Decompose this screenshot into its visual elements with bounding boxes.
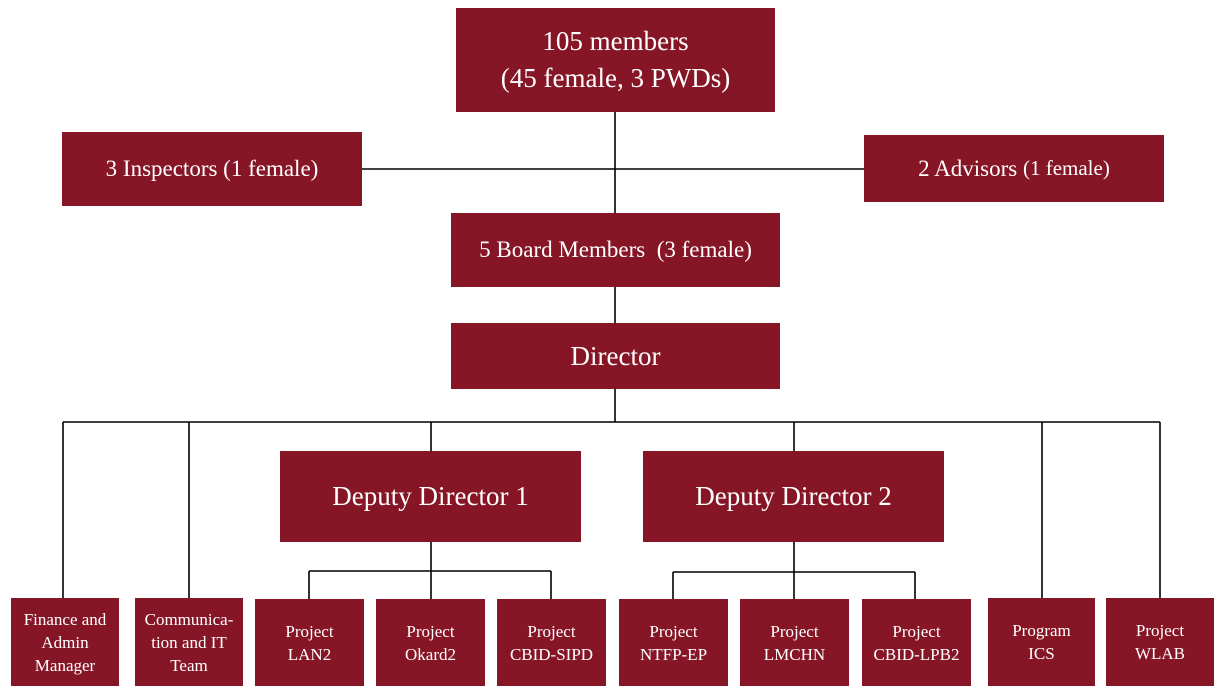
inspectors-label: 3 Inspectors (1 female) bbox=[105, 156, 319, 181]
director-box: Director bbox=[451, 323, 780, 389]
unit-line: Project bbox=[770, 621, 819, 641]
unit-project-lmchn: Project LMCHN bbox=[740, 599, 849, 686]
unit-line: Team bbox=[170, 655, 208, 675]
unit-line: WLAB bbox=[1134, 644, 1186, 663]
board-members-box: 5 Board Members (3 female) bbox=[451, 213, 780, 287]
deputy-director-2-box: Deputy Director 2 bbox=[643, 451, 944, 542]
unit-line: Admin bbox=[41, 632, 89, 652]
deputy-director-1-box: Deputy Director 1 bbox=[280, 451, 581, 542]
unit-line: CBID-LPB2 bbox=[873, 644, 960, 664]
deputy-director-1-label: Deputy Director 1 bbox=[332, 481, 529, 511]
director-label: Director bbox=[570, 340, 661, 371]
inspectors-box: 3 Inspectors (1 female) bbox=[62, 132, 362, 206]
unit-line: Project bbox=[285, 621, 334, 641]
unit-line: Manager bbox=[34, 655, 96, 675]
unit-project-cbid-lpb2: Project CBID-LPB2 bbox=[862, 599, 971, 686]
members-breakdown: (45 female, 3 PWDs) bbox=[500, 63, 731, 93]
unit-project-okard2: Project Okard2 bbox=[376, 599, 485, 686]
advisors-box: 2 Advisors (1 female) bbox=[864, 135, 1164, 202]
unit-line: Project bbox=[527, 621, 576, 641]
unit-line: Okard2 bbox=[405, 644, 456, 664]
members-box: 105 members (45 female, 3 PWDs) bbox=[456, 8, 775, 112]
unit-line: LAN2 bbox=[287, 644, 332, 664]
unit-line: ICS bbox=[1028, 644, 1055, 663]
unit-line: Program bbox=[1012, 621, 1071, 640]
unit-finance-admin: Finance and Admin Manager bbox=[11, 598, 119, 686]
unit-line: Project bbox=[649, 621, 698, 641]
unit-project-ntfp-ep: Project NTFP-EP bbox=[619, 599, 728, 686]
unit-program-ics: Program ICS bbox=[988, 598, 1095, 686]
unit-line: CBID-SIPD bbox=[509, 644, 594, 664]
board-members-label: 5 Board Members (3 female) bbox=[479, 237, 752, 262]
deputy-director-2-label: Deputy Director 2 bbox=[695, 481, 892, 511]
unit-line: Finance and bbox=[23, 609, 107, 629]
unit-line: Project bbox=[406, 621, 455, 641]
unit-project-lan2: Project LAN2 bbox=[255, 599, 364, 686]
advisors-note: (1 female) bbox=[1022, 156, 1110, 180]
unit-line: Project bbox=[892, 621, 941, 641]
unit-project-cbid-sipd: Project CBID-SIPD bbox=[497, 599, 606, 686]
unit-line: Project bbox=[1135, 621, 1185, 640]
unit-line: NTFP-EP bbox=[639, 644, 708, 664]
members-count: 105 members bbox=[542, 26, 689, 56]
unit-line: Communica- bbox=[144, 609, 234, 629]
unit-project-wlab: Project WLAB bbox=[1106, 598, 1214, 686]
unit-communication-it: Communica- tion and IT Team bbox=[135, 598, 243, 686]
unit-line: tion and IT bbox=[151, 632, 227, 652]
unit-line: LMCHN bbox=[763, 644, 826, 664]
advisors-label: 2 Advisors bbox=[918, 155, 1018, 181]
